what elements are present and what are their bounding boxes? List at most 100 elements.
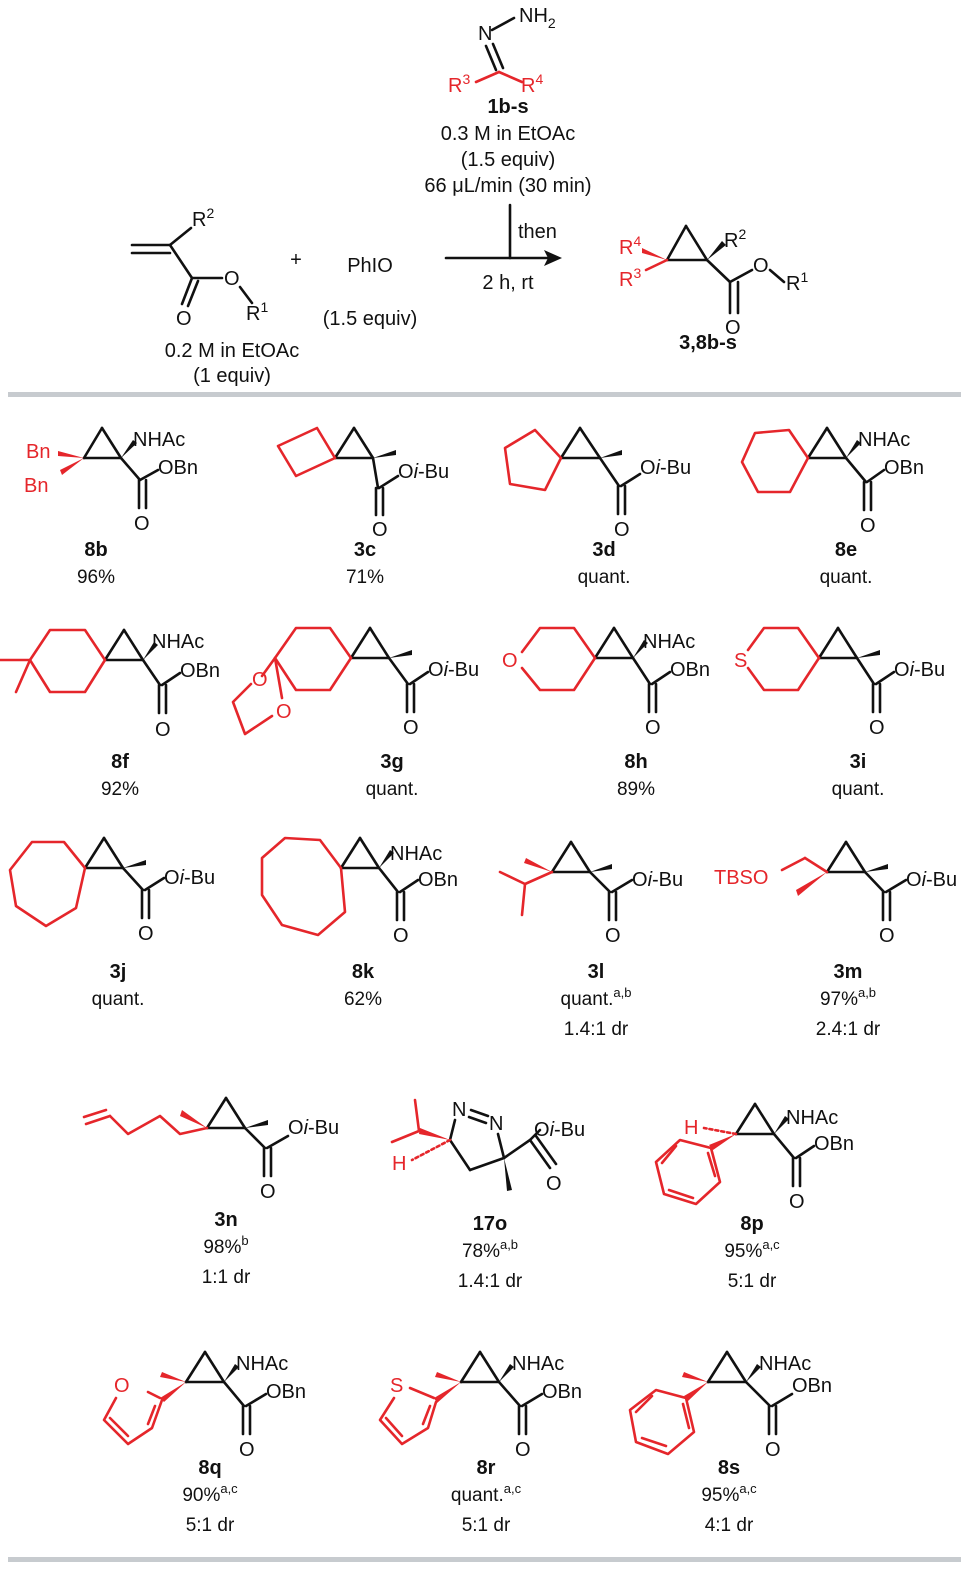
product-carbonyl-o: O xyxy=(725,317,741,339)
compound-id: 8e xyxy=(835,539,857,561)
compound-yield: 90%a,c xyxy=(182,1481,238,1506)
reagent-label: 1b-s xyxy=(487,96,528,118)
compound-label-8e: 8e quant. xyxy=(820,539,873,588)
obn-label: OBn xyxy=(792,1375,832,1397)
r4-label: R4 xyxy=(521,71,543,97)
compound-8r: S NHAc O OBn xyxy=(378,1350,582,1461)
thiophene-s: S xyxy=(390,1375,403,1397)
compound-8b: Bn Bn NHAc O OBn xyxy=(24,426,198,535)
nhac-label: NHAc xyxy=(759,1353,811,1375)
carbonyl-o: O xyxy=(605,925,621,947)
oibu-label: Oi-Bu xyxy=(534,1119,585,1141)
compound-8k: NHAc O OBn xyxy=(260,836,458,947)
compound-8p: H NHAc O OBn xyxy=(654,1102,854,1213)
obn-label: OBn xyxy=(542,1381,582,1403)
footnote-marker: b xyxy=(241,1233,248,1248)
compound-8q: O NHAc O OBn xyxy=(102,1350,306,1461)
compound-dr: 5:1 dr xyxy=(462,1515,511,1536)
pyrazoline-n: N xyxy=(489,1113,503,1135)
compound-id: 8h xyxy=(624,751,647,773)
compound-yield: 98%b xyxy=(203,1233,248,1258)
carbonyl-o: O xyxy=(645,717,661,739)
footnote-marker: a,b xyxy=(500,1237,518,1252)
compound-id: 3d xyxy=(592,539,615,561)
obn-label: OBn xyxy=(670,659,710,681)
compound-id: 8k xyxy=(352,961,375,983)
nhac-label: NHAc xyxy=(152,631,204,653)
compound-yield: 96% xyxy=(77,567,115,588)
furan-o: O xyxy=(114,1375,130,1397)
product-r4: R4 xyxy=(619,233,641,259)
bn-label: Bn xyxy=(24,475,48,497)
compound-17o: N N H O Oi-Bu xyxy=(390,1098,585,1195)
h-label: H xyxy=(684,1117,698,1139)
compound-3m: TBSO O Oi-Bu xyxy=(714,840,957,947)
ester-o: O xyxy=(224,268,240,290)
compound-id: 3g xyxy=(380,751,403,773)
footnote-marker: a,c xyxy=(504,1481,522,1496)
compound-dr: 5:1 dr xyxy=(728,1271,777,1292)
compound-8h: O NHAc O OBn xyxy=(502,626,710,739)
compound-id: 8s xyxy=(718,1457,740,1479)
carbonyl-o: O xyxy=(546,1173,562,1195)
compound-id: 3m xyxy=(834,961,863,983)
compound-yield: 95%a,c xyxy=(701,1481,757,1506)
product-ester-o: O xyxy=(753,255,769,277)
compound-id: 3c xyxy=(354,539,376,561)
compound-yield: quant. xyxy=(820,567,873,588)
compound-3j: O Oi-Bu xyxy=(8,836,215,945)
imine-n-label: N xyxy=(478,23,492,45)
carbonyl-o: O xyxy=(260,1181,276,1203)
compound-yield: 62% xyxy=(344,989,382,1010)
compound-id: 8b xyxy=(84,539,107,561)
compound-dr: 2.4:1 dr xyxy=(816,1019,881,1040)
acrylate-substrate: R2 O O R1 0.2 M in EtOAc (1 equiv) xyxy=(130,205,299,387)
compound-id: 8f xyxy=(111,751,129,773)
compound-yield: 78%a,b xyxy=(462,1237,518,1262)
oibu-label: Oi-Bu xyxy=(164,867,215,889)
oibu-label: Oi-Bu xyxy=(398,461,449,483)
reaction-arrow: then 2 h, rt xyxy=(444,203,562,294)
compound-yield: quant.a,c xyxy=(451,1481,522,1506)
footnote-marker: a,c xyxy=(762,1237,780,1252)
pyrazoline-n: N xyxy=(452,1099,466,1121)
oibu-label: Oi-Bu xyxy=(428,659,479,681)
compound-yield: quant. xyxy=(578,567,631,588)
compound-8e: NHAc O OBn xyxy=(740,426,924,537)
top-rule xyxy=(8,392,961,397)
arrow-above: then xyxy=(518,221,557,243)
oibu-label: Oi-Bu xyxy=(906,869,957,891)
reagent-equiv: (1.5 equiv) xyxy=(461,149,556,171)
compound-id: 3i xyxy=(850,751,867,773)
compound-id: 17o xyxy=(473,1213,507,1235)
compound-3d: O Oi-Bu xyxy=(503,426,691,541)
carbonyl-o: O xyxy=(372,519,388,541)
carbonyl-o: O xyxy=(765,1439,781,1461)
oibu-label: Oi-Bu xyxy=(640,457,691,479)
r2-label: R2 xyxy=(192,205,214,231)
compound-labels: 8b96%3c71%3dquant.8equant.8f92%3gquant.8… xyxy=(77,539,884,1536)
oibu-label: Oi-Bu xyxy=(632,869,683,891)
nhac-label: NHAc xyxy=(236,1353,288,1375)
compound-id: 3j xyxy=(110,961,127,983)
compound-3l: O Oi-Bu xyxy=(498,840,683,947)
tbso-label: TBSO xyxy=(714,867,768,889)
product-r2: R2 xyxy=(724,226,746,252)
dioxolane-o: O xyxy=(252,669,268,691)
carbonyl-o: O xyxy=(393,925,409,947)
carbonyl-o: O xyxy=(155,719,171,741)
obn-label: OBn xyxy=(158,457,198,479)
carbonyl-o: O xyxy=(239,1439,255,1461)
compound-8s: NHAc O OBn xyxy=(628,1350,832,1461)
product-r3: R3 xyxy=(619,265,641,291)
